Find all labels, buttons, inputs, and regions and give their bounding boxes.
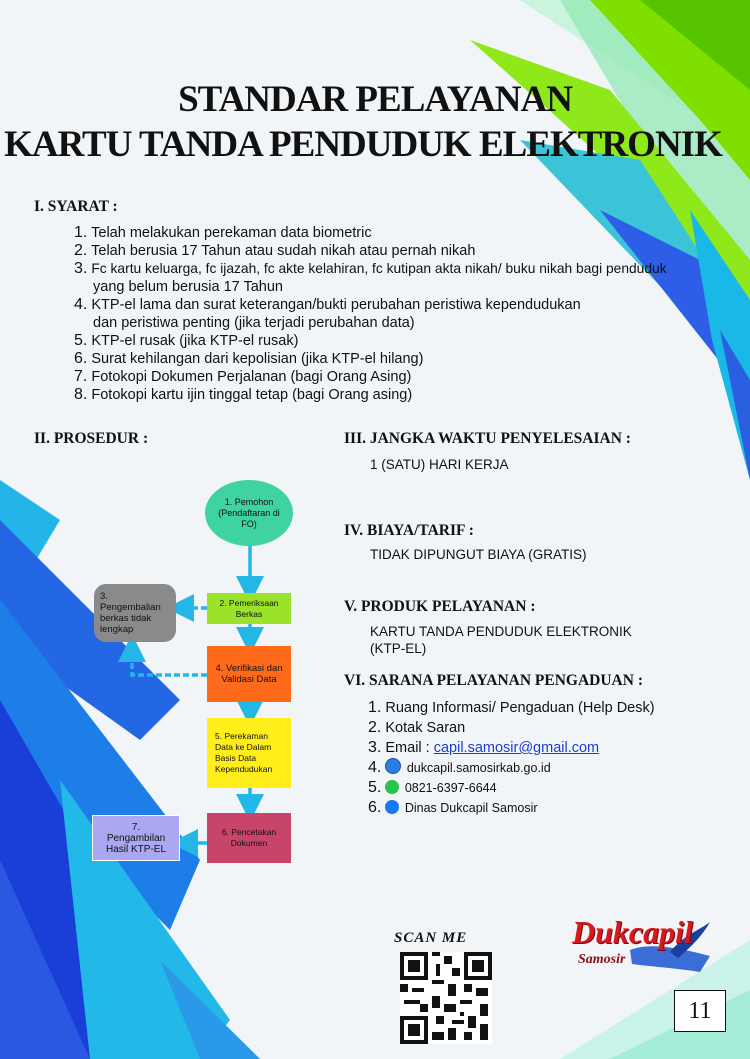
- logo-text-samosir: Samosir: [578, 952, 626, 967]
- website-link[interactable]: dukcapil.samosirkab.go.id: [406, 761, 551, 775]
- step-6-pencetakan: 6. Pencetakan Dokumen: [207, 813, 291, 863]
- step-3-pengembalian: 3. Pengembalian berkas tidak lengkap: [94, 584, 176, 642]
- step-7-pengambilan: 7. Pengambilan Hasil KTP-EL: [92, 815, 180, 861]
- jangka-heading: III. JANGKA WAKTU PENYELESAIAN :: [344, 430, 631, 447]
- facebook-icon: [384, 800, 399, 814]
- page-number-box: 11: [674, 990, 726, 1032]
- produk-value: KARTU TANDA PENDUDUK ELEKTRONIK (KTP-EL): [370, 623, 632, 657]
- globe-icon: [384, 758, 401, 774]
- jangka-value: 1 (SATU) HARI KERJA: [370, 457, 509, 472]
- prosedur-heading: II. PROSEDUR :: [34, 430, 149, 447]
- logo-text-dukcapil: Dukcapil: [572, 914, 693, 950]
- syarat-item-8: 8. Fotokopi kartu ijin tinggal tetap (ba…: [74, 386, 413, 403]
- syarat-item-4-cont: dan peristiwa penting (jika terjadi peru…: [93, 315, 415, 331]
- biaya-value: TIDAK DIPUNGUT BIAYA (GRATIS): [370, 547, 587, 562]
- page-number: 11: [688, 997, 712, 1024]
- syarat-item-1: 1. Telah melakukan perekaman data biomet…: [74, 224, 372, 241]
- arrow-4-3: [118, 634, 207, 677]
- sarana-heading: VI. SARANA PELAYANAN PENGADUAN :: [344, 672, 643, 689]
- syarat-list: 1. Telah melakukan perekaman data biomet…: [74, 224, 667, 404]
- email-link[interactable]: capil.samosir@gmail.com: [433, 740, 600, 756]
- sarana-item-3: 3. Email : capil.samosir@gmail.com: [368, 739, 600, 756]
- produk-line-2: (KTP-EL): [370, 641, 427, 656]
- dukcapil-logo: [630, 922, 710, 972]
- sarana-item-2: 2. Kotak Saran: [368, 719, 466, 736]
- step-5-perekaman: 5. Perekaman Data ke Dalam Basis Data Ke…: [207, 718, 291, 788]
- sarana-item-5: 5. 0821-6397-6644: [368, 779, 497, 796]
- sarana-list: 1. Ruang Informasi/ Pengaduan (Help Desk…: [368, 698, 655, 818]
- produk-line-1: KARTU TANDA PENDUDUK ELEKTRONIK: [370, 624, 632, 639]
- scan-me-label: SCAN ME: [394, 930, 468, 946]
- syarat-item-7: 7. Fotokopi Dokumen Perjalanan (bagi Ora…: [74, 368, 412, 385]
- syarat-heading: I. SYARAT :: [34, 198, 118, 215]
- produk-heading: V. PRODUK PELAYANAN :: [344, 598, 536, 615]
- biaya-heading: IV. BIAYA/TARIF :: [344, 522, 474, 539]
- syarat-item-2: 2. Telah berusia 17 Tahun atau sudah nik…: [74, 242, 476, 259]
- facebook-page: Dinas Dukcapil Samosir: [404, 801, 538, 815]
- phone-number: 0821-6397-6644: [404, 781, 497, 795]
- sarana-item-1: 1. Ruang Informasi/ Pengaduan (Help Desk…: [368, 699, 655, 716]
- whatsapp-icon: [384, 780, 399, 794]
- step-2-pemeriksaan: 2. Pemeriksaan Berkas: [207, 593, 291, 624]
- step-1-pemohon: 1. Pemohon (Pendaftaran di FO): [205, 480, 293, 546]
- syarat-item-3-cont: yang belum berusia 17 Tahun: [93, 279, 283, 295]
- qr-code: [400, 952, 492, 1044]
- sarana-item-4: 4. dukcapil.samosirkab.go.id: [368, 758, 551, 776]
- syarat-item-4: 4. KTP-el lama dan surat keterangan/bukt…: [74, 296, 581, 313]
- syarat-item-5: 5. KTP-el rusak (jika KTP-el rusak): [74, 332, 299, 349]
- step-4-verifikasi: 4. Verifikasi dan Validasi Data: [207, 646, 291, 702]
- sarana-item-6: 6. Dinas Dukcapil Samosir: [368, 799, 538, 816]
- syarat-item-3: 3. Fc kartu keluarga, fc ijazah, fc akte…: [74, 260, 667, 277]
- syarat-item-6: 6. Surat kehilangan dari kepolisian (jik…: [74, 350, 424, 367]
- title-line-2: KARTU TANDA PENDUDUK ELEKTRONIK: [4, 124, 723, 165]
- page-title: STANDAR PELAYANAN KARTU TANDA PENDUDUK E…: [0, 78, 750, 168]
- title-line-1: STANDAR PELAYANAN: [178, 79, 573, 120]
